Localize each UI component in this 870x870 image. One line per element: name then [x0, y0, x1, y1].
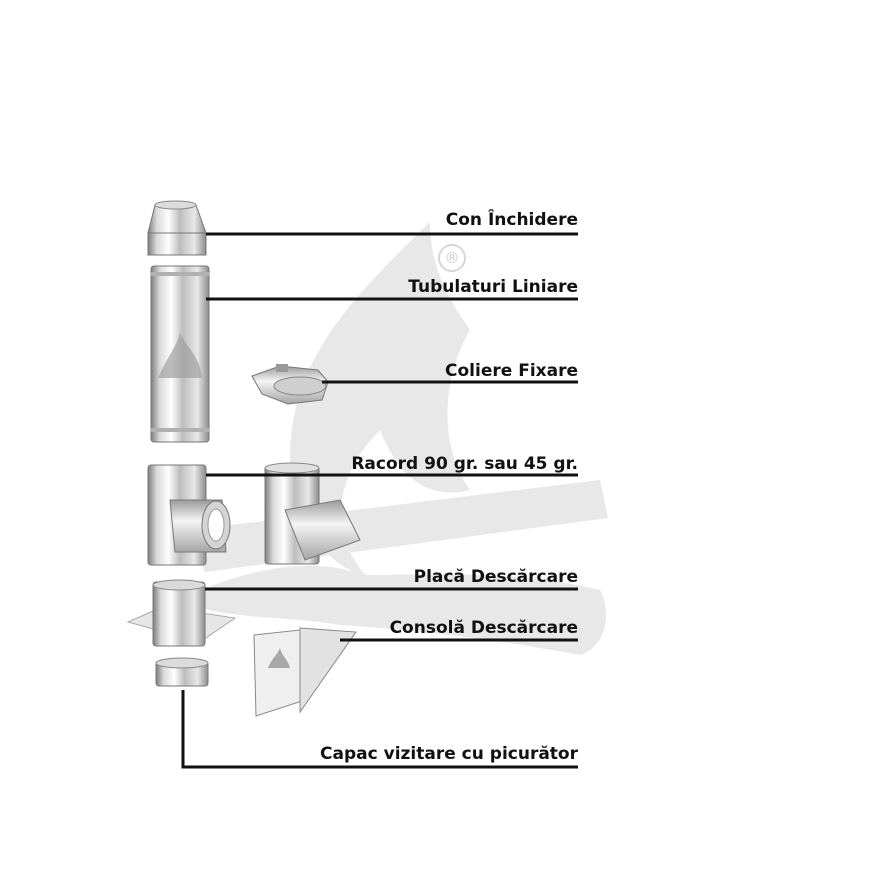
label-coliere-fixare: Coliere Fixare: [445, 361, 578, 381]
con-inchidere-part: [147, 200, 207, 256]
placa-descarcare-part: [126, 579, 237, 647]
colier-fixare-part: [251, 364, 329, 405]
registered-trademark-mark: ®: [438, 244, 466, 272]
capac-vizitare-part: [155, 657, 209, 687]
tubulatura-liniara-part: [150, 265, 210, 443]
label-consola-descarcare: Consolă Descărcare: [389, 618, 578, 638]
label-tubulaturi-liniare: Tubulaturi Liniare: [408, 277, 578, 297]
leader-lines: [181, 232, 578, 769]
label-placa-descarcare: Placă Descărcare: [413, 567, 578, 587]
label-racord: Racord 90 gr. sau 45 gr.: [351, 454, 578, 474]
label-con-inchidere: Con Închidere: [445, 210, 578, 230]
racord-45-part: [264, 462, 361, 565]
consola-descarcare-part: [253, 627, 357, 717]
racord-90-part: [147, 464, 231, 566]
label-capac-vizitare: Capac vizitare cu picurător: [320, 744, 578, 764]
